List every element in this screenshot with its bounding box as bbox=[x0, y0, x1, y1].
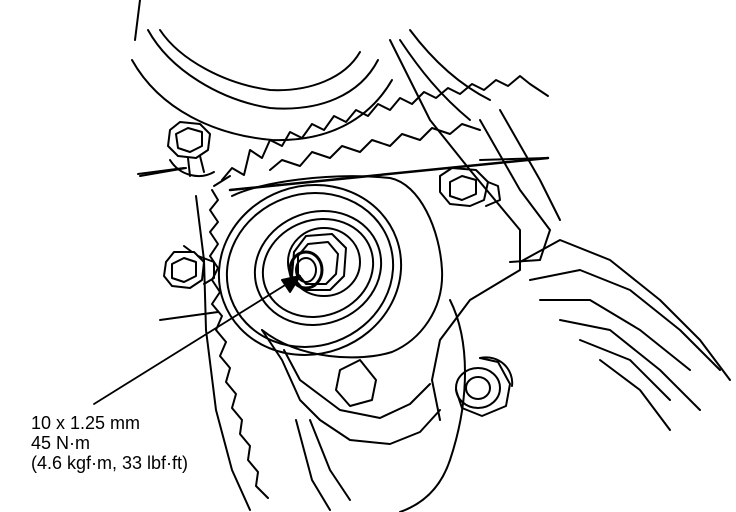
tensioner-pulley bbox=[217, 175, 444, 359]
timing-belt-upper bbox=[213, 75, 550, 192]
engine-cover-right bbox=[389, 39, 731, 512]
bolt-right bbox=[439, 167, 501, 207]
timing-belt-left bbox=[195, 189, 269, 511]
leader-lines bbox=[137, 157, 549, 321]
bolt-size-label: 10 x 1.25 mm bbox=[31, 413, 141, 433]
upper-pulley bbox=[131, 0, 491, 142]
spacer-collar bbox=[455, 356, 514, 417]
torque-spec-callout: 10 x 1.25 mm 45 N·m (4.6 kgf·m, 33 lbf·f… bbox=[31, 413, 188, 473]
bolt-upper-left bbox=[139, 121, 215, 177]
bolt-mid-left bbox=[163, 245, 215, 289]
torque-alt-units-label: (4.6 kgf·m, 33 lbf·ft) bbox=[31, 453, 189, 473]
tensioner-bracket bbox=[261, 329, 441, 511]
torque-nm-label: 45 N·m bbox=[31, 433, 91, 453]
pointer-arrow bbox=[93, 275, 301, 405]
